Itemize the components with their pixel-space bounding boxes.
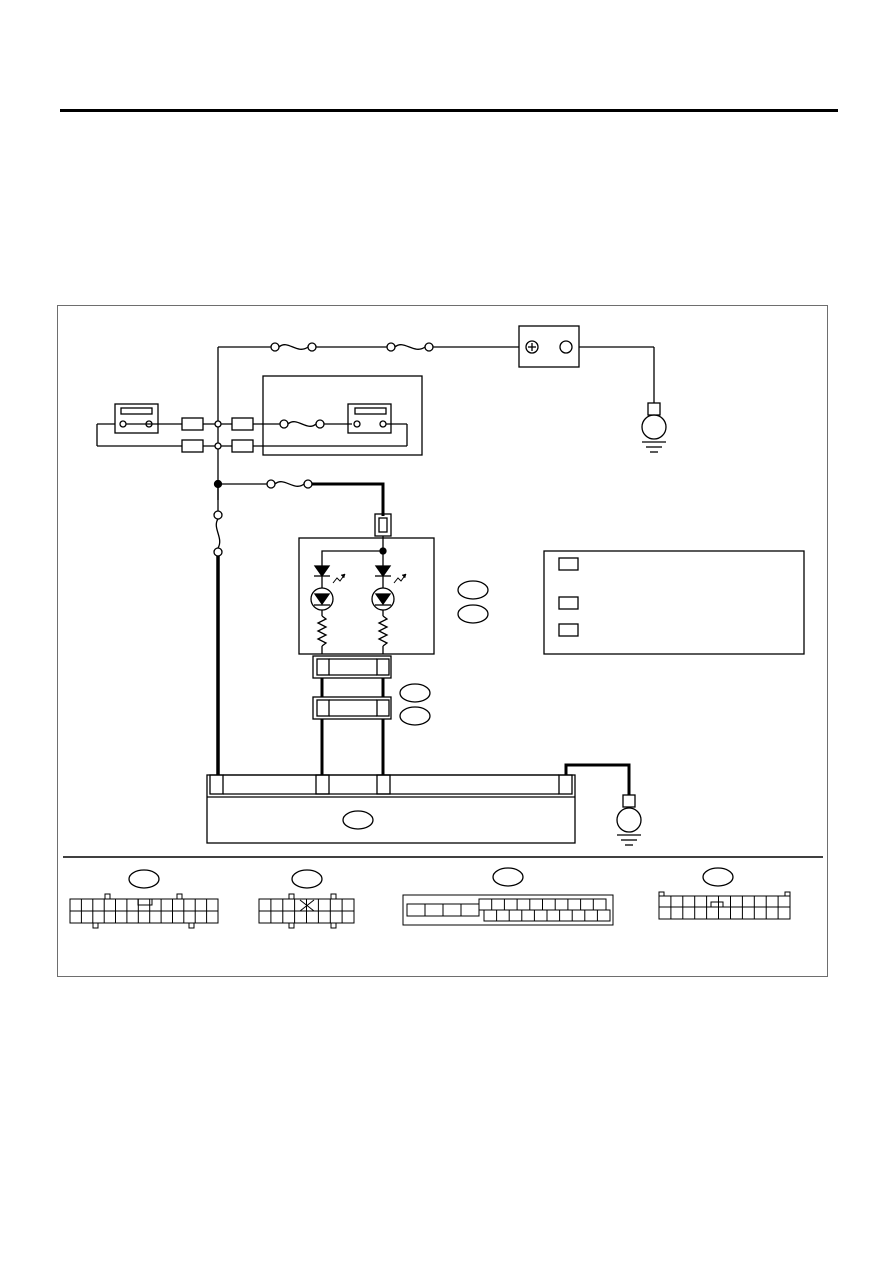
- lamp-feed-wire: [213, 479, 385, 516]
- header-rule: [60, 109, 838, 112]
- lamp-output-wires: [320, 678, 385, 775]
- control-unit: [206, 774, 576, 844]
- connector-id-oval: [457, 580, 489, 600]
- fuse-box: [262, 375, 423, 456]
- ground-wire: [564, 763, 642, 846]
- connector-view: [402, 867, 614, 926]
- lamp-module: [298, 536, 435, 655]
- ground-symbol: [641, 402, 667, 453]
- legend-box: [543, 550, 805, 655]
- connector-view: [69, 869, 219, 929]
- fuse-symbol: [270, 342, 317, 352]
- diagram-frame: [57, 305, 828, 977]
- connector-pin-grid: [80, 896, 779, 923]
- fuse-symbol: [386, 342, 434, 352]
- legend-key: [558, 557, 579, 571]
- connector-id-oval: [399, 683, 431, 703]
- lamp-module-top-connector: [374, 513, 392, 537]
- legend-key: [558, 596, 579, 610]
- left-switch: [114, 403, 159, 434]
- battery-symbol: [518, 325, 655, 403]
- switch-wiring: [96, 417, 407, 453]
- inline-connector-upper: [312, 655, 392, 679]
- connector-id-oval: [342, 810, 374, 830]
- connector-id-oval: [399, 706, 431, 726]
- connector-view: [658, 867, 791, 920]
- left-thick-wire: [213, 484, 223, 775]
- legend-key: [558, 623, 579, 637]
- inline-connector-lower: [312, 696, 392, 720]
- connector-id-oval: [457, 604, 489, 624]
